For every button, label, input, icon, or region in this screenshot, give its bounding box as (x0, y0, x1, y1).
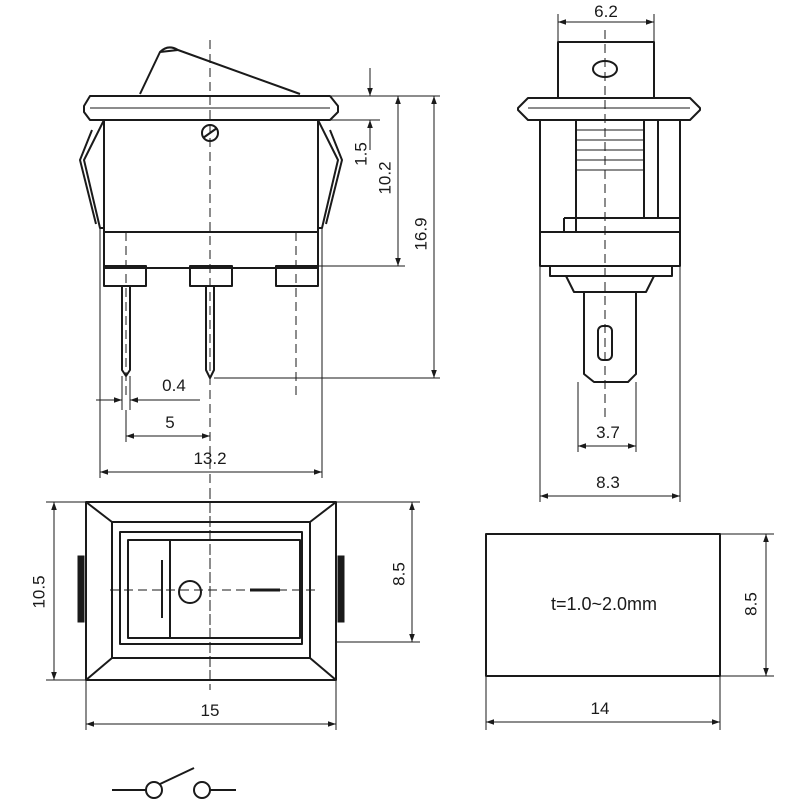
power-off-symbol (178, 580, 202, 604)
dim-label-6-2: 6.2 (594, 2, 618, 21)
panel-cutout-view (485, 533, 721, 677)
dim-label-10-5: 10.5 (29, 575, 48, 608)
dim-label-5: 5 (165, 413, 174, 432)
dim-label-0-4: 0.4 (162, 376, 186, 395)
front-elevation-dimensions (96, 68, 440, 478)
panel-thickness-note: t=1.0~2.0mm (551, 594, 657, 614)
dim-label-16-9: 16.9 (411, 217, 430, 250)
dim-label-13-2: 13.2 (193, 449, 226, 468)
switch-schematic-symbol (112, 767, 236, 799)
side-elevation-dimensions (539, 14, 681, 502)
snap-clip-left (83, 119, 105, 229)
front-face-dimensions (46, 501, 420, 730)
dim-label-8-5-front: 8.5 (389, 562, 408, 586)
front-face-view (77, 490, 345, 690)
dim-label-1-5: 1.5 (351, 142, 370, 166)
dim-label-14: 14 (591, 699, 610, 718)
rocker-face (119, 531, 303, 645)
snap-clip-right (317, 119, 339, 229)
rocker-actuator (139, 46, 301, 95)
side-elevation-view (517, 30, 701, 420)
dim-label-10-2: 10.2 (375, 161, 394, 194)
front-elevation-view (79, 40, 343, 690)
dim-label-15: 15 (201, 701, 220, 720)
dim-label-8-3: 8.3 (596, 473, 620, 492)
panel-cutout-dimensions (485, 533, 774, 730)
switch-housing (103, 119, 319, 269)
dimension-labels: 6.2 1.5 10.2 16.9 0.4 5 13.2 3.7 8.3 10.… (29, 2, 760, 720)
dim-label-3-7: 3.7 (596, 423, 620, 442)
dim-label-8-5-cutout: 8.5 (741, 592, 760, 616)
bezel-outer (85, 501, 337, 681)
side-terminal-pin (583, 292, 637, 383)
panel-cutout (485, 533, 721, 677)
